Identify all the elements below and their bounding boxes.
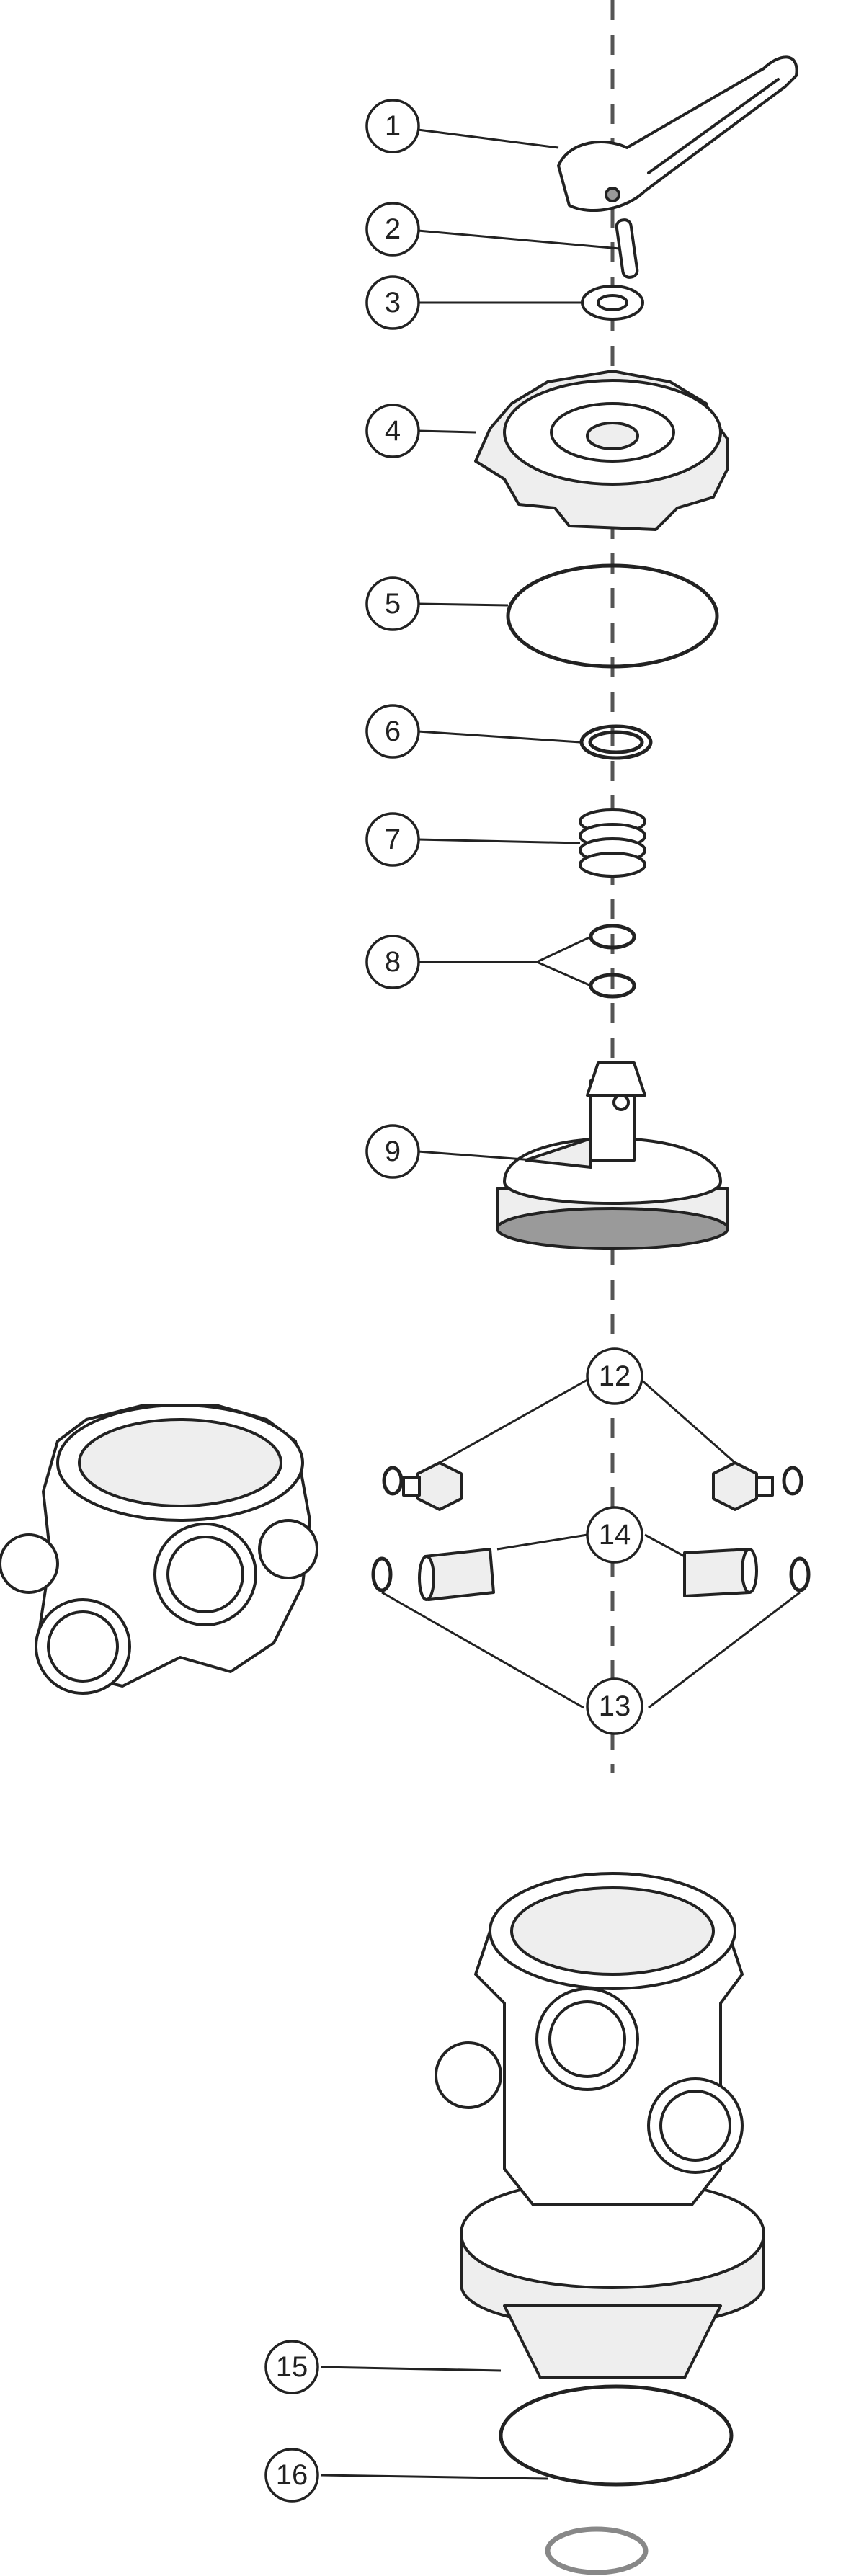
svg-text:15: 15 [276, 2351, 308, 2383]
part-shaft-o-ring [579, 724, 653, 760]
svg-text:3: 3 [385, 287, 401, 318]
callout-7: 7 [365, 812, 420, 867]
part-base-o-ring-small [545, 2526, 649, 2575]
part-washer [581, 285, 644, 321]
svg-text:6: 6 [385, 716, 401, 747]
callout-9: 9 [365, 1124, 420, 1179]
callout-4: 4 [365, 404, 420, 458]
callout-2: 2 [365, 202, 420, 257]
part-pin [615, 218, 639, 279]
part-handle [557, 55, 798, 212]
svg-text:4: 4 [385, 415, 401, 447]
svg-text:7: 7 [385, 824, 401, 855]
svg-text:5: 5 [385, 588, 401, 620]
part-base-o-ring-large [499, 2384, 734, 2487]
part-spring [579, 808, 646, 878]
callout-5: 5 [365, 576, 420, 631]
callout-13: 13 [586, 1677, 643, 1735]
callout-14: 14 [586, 1506, 643, 1564]
leader-lines [320, 128, 801, 2480]
callout-15: 15 [264, 2340, 319, 2394]
part-cover-o-ring [506, 563, 719, 669]
part-rotor [496, 1061, 729, 1250]
callout-8: 8 [365, 935, 420, 989]
callout-12: 12 [586, 1347, 643, 1405]
svg-text:13: 13 [599, 1690, 631, 1722]
svg-text:1: 1 [385, 110, 401, 142]
part-couplings [418, 1548, 758, 1601]
callout-3: 3 [365, 275, 420, 330]
svg-text:16: 16 [276, 2459, 308, 2491]
svg-text:12: 12 [599, 1360, 631, 1392]
svg-text:8: 8 [385, 946, 401, 978]
svg-text:9: 9 [385, 1136, 401, 1167]
part-valve-body-bottom [435, 1872, 765, 2379]
svg-text:2: 2 [385, 213, 401, 245]
callout-16: 16 [264, 2448, 319, 2503]
part-valve-cover [474, 370, 729, 531]
svg-text:14: 14 [599, 1519, 631, 1551]
part-drain-fittings [382, 1461, 803, 1511]
callout-1: 1 [365, 99, 420, 153]
part-valve-body-left [0, 1404, 318, 1695]
callout-6: 6 [365, 704, 420, 759]
part-coupling-rings [371, 1556, 811, 1592]
